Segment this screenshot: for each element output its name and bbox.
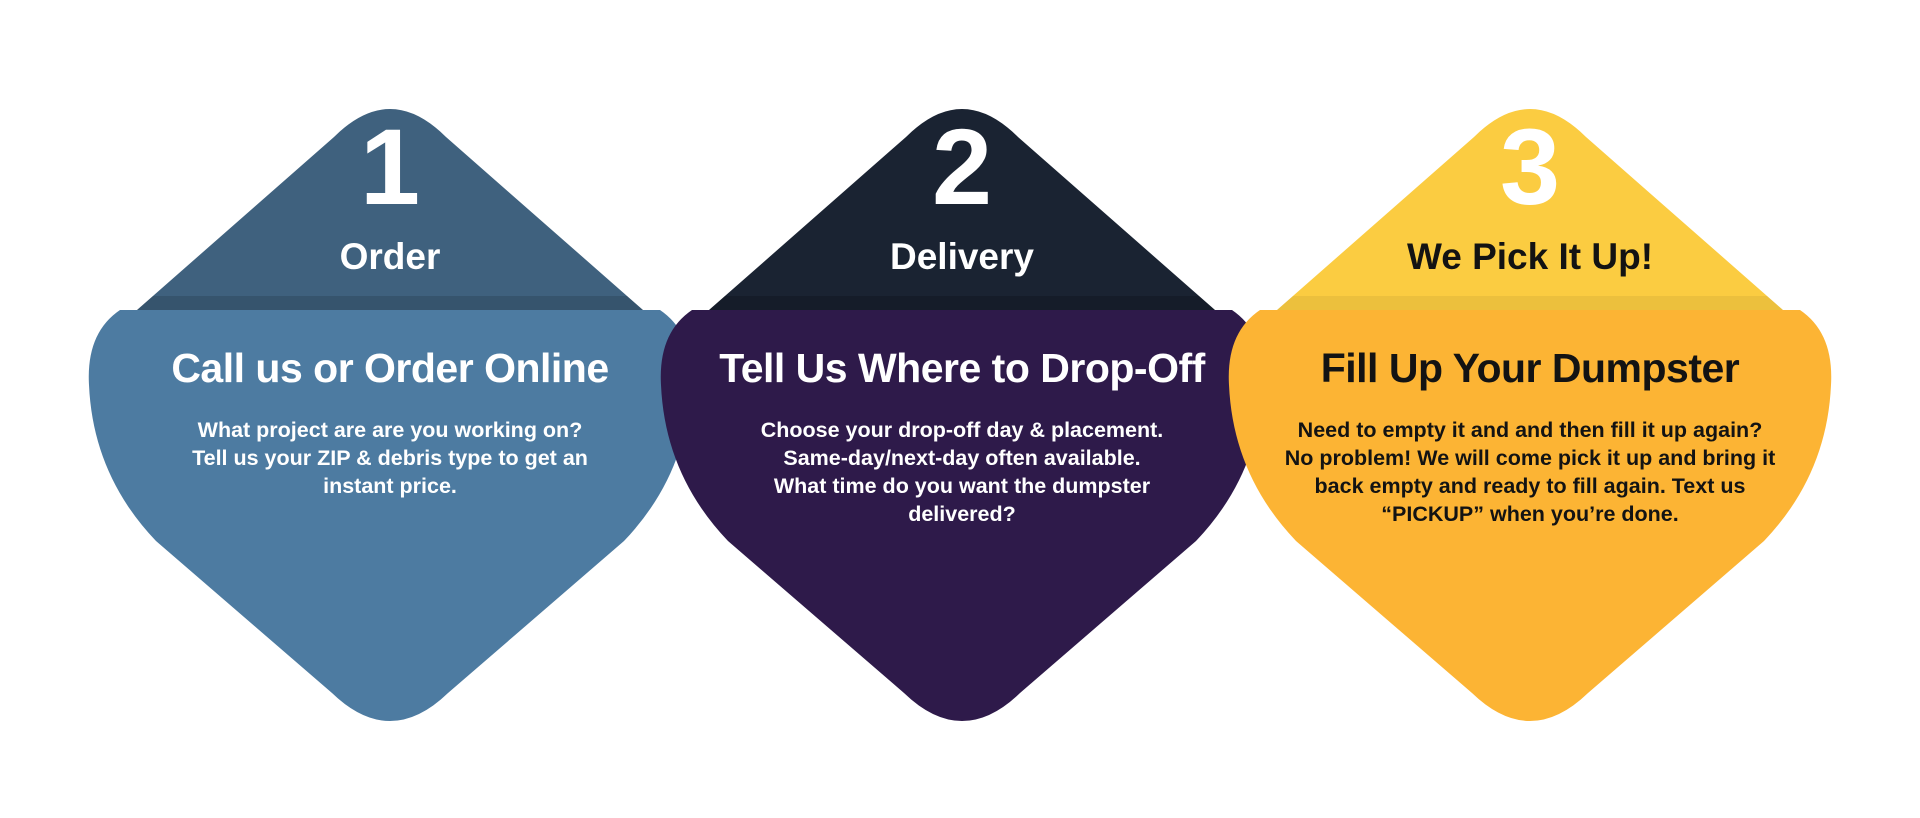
step-label: We Pick It Up! xyxy=(1406,236,1654,277)
split-shadow xyxy=(137,296,643,310)
step-label: Order xyxy=(339,236,441,277)
split-shadow xyxy=(1277,296,1783,310)
step-3-diamond xyxy=(1228,109,1832,721)
step-1-diamond xyxy=(88,109,692,721)
step-body: What project are are you working on? Tel… xyxy=(192,418,588,498)
diamond-bottom-shape xyxy=(660,310,1264,721)
step-body: Need to empty it and and then fill it up… xyxy=(1284,418,1776,526)
split-shadow xyxy=(709,296,1215,310)
step-number: 2 xyxy=(931,106,993,227)
step-3: 3 We Pick It Up! Fill Up Your Dumpster N… xyxy=(1200,45,1860,765)
step-body: Choose your drop-off day & placement. Sa… xyxy=(760,418,1164,526)
diamond-top-shape xyxy=(709,109,1215,310)
step-number: 1 xyxy=(359,106,421,227)
step-2-diamond xyxy=(660,109,1264,721)
step-1: 1 Order Call us or Order Online What pro… xyxy=(60,45,720,765)
diamond-bottom-shape xyxy=(1228,310,1832,721)
diamond-top-shape xyxy=(1277,109,1783,310)
step-2: 2 Delivery Tell Us Where to Drop-Off Cho… xyxy=(632,45,1292,765)
step-heading: Call us or Order Online xyxy=(171,345,609,391)
diamond-bottom-shape xyxy=(88,310,692,721)
step-heading: Fill Up Your Dumpster xyxy=(1320,345,1740,391)
step-label: Delivery xyxy=(890,236,1034,277)
step-heading: Tell Us Where to Drop-Off xyxy=(719,345,1205,391)
diamond-top-shape xyxy=(137,109,643,310)
step-number: 3 xyxy=(1499,106,1561,227)
